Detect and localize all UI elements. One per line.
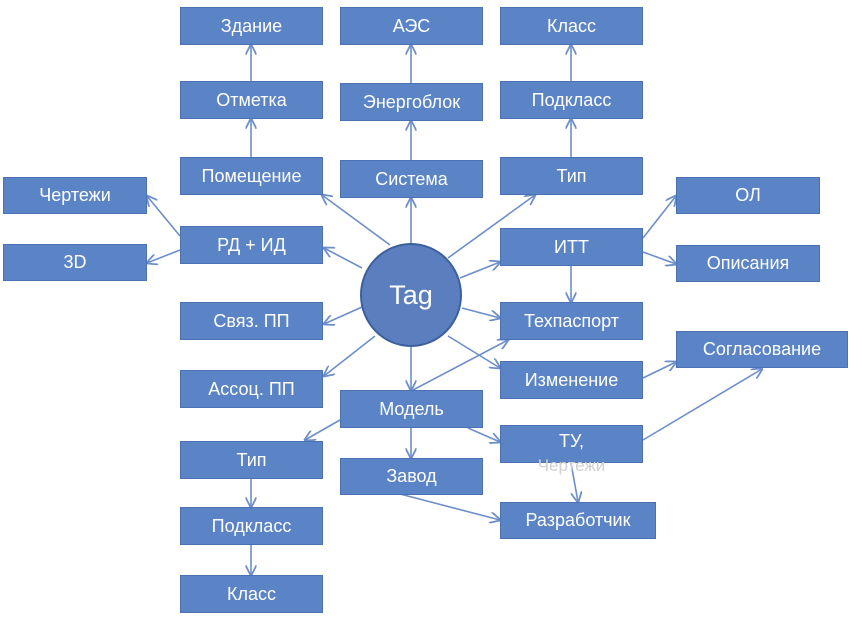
node-podklass-bottom-label: Подкласс <box>211 515 292 536</box>
node-chertezhi-label: Чертежи <box>39 185 111 205</box>
node-chertezhi[interactable]: Чертежи <box>3 177 147 214</box>
edge-izmenenie-soglasovanie <box>642 362 676 379</box>
node-otmetka[interactable]: Отметка <box>180 81 323 119</box>
node-zdanie[interactable]: Здание <box>180 7 323 45</box>
node-soglasovanie[interactable]: Согласование <box>676 331 848 368</box>
edge-tag-assoc-pp <box>324 335 376 376</box>
node-assoc-pp-label: Ассоц. ПП <box>208 378 295 399</box>
edge-zavod-razrabotchik <box>399 493 500 520</box>
node-sistema-label: Система <box>375 168 448 189</box>
node-ty[interactable]: ТУ, Чертежи <box>500 425 643 475</box>
node-pomeschenie[interactable]: Помещение <box>180 157 323 195</box>
edge-tag-pomeschenie <box>322 195 391 246</box>
edge-tag-itt <box>459 262 500 279</box>
node-klass-top[interactable]: Класс <box>500 7 643 45</box>
node-ty-label: ТУ, <box>558 431 585 451</box>
node-ol[interactable]: ОЛ <box>676 177 820 214</box>
node-model[interactable]: Модель <box>340 390 483 428</box>
edge-model-ty <box>467 427 500 442</box>
edge-tag-svyaz-pp <box>324 306 363 324</box>
node-tip-bottom[interactable]: Тип <box>180 441 323 479</box>
node-3d-label: 3D <box>63 252 87 272</box>
edge-tag-rd-id <box>324 248 363 269</box>
node-klass-top-label: Класс <box>547 15 596 36</box>
node-tehpasport[interactable]: Техпаспорт <box>500 302 643 340</box>
node-tehpasport-label: Техпаспорт <box>524 310 619 331</box>
node-aes[interactable]: АЭС <box>340 7 483 45</box>
node-izmenenie-label: Изменение <box>524 369 619 390</box>
node-otmetka-label: Отметка <box>216 89 287 110</box>
edge-model-tip-bottom <box>305 419 341 440</box>
node-energoblok[interactable]: Энергоблок <box>340 83 483 121</box>
edge-tag-tip-top <box>447 195 535 259</box>
node-zdanie-label: Здание <box>220 15 283 36</box>
node-tip-top[interactable]: Тип <box>500 157 643 195</box>
node-aes-label: АЭС <box>392 15 431 36</box>
node-tip-top-label: Тип <box>556 165 587 186</box>
node-podklass-top[interactable]: Подкласс <box>500 81 643 119</box>
node-energoblok-label: Энергоблок <box>362 91 461 112</box>
node-model-label: Модель <box>379 398 444 419</box>
edge-itt-ol <box>642 196 676 239</box>
node-izmenenie[interactable]: Изменение <box>500 361 643 399</box>
node-pomeschenie-label: Помещение <box>201 165 302 186</box>
node-itt-label: ИТТ <box>554 236 589 257</box>
node-podklass-bottom[interactable]: Подкласс <box>180 507 323 545</box>
node-razrabotchik-label: Разработчик <box>525 510 631 530</box>
node-zavod[interactable]: Завод <box>340 458 483 495</box>
node-3d[interactable]: 3D <box>3 244 147 281</box>
edge-itt-opisaniya <box>642 251 676 264</box>
hub-tag-label: Tag <box>389 279 433 310</box>
node-zavod-label: Завод <box>386 466 437 486</box>
node-soglasovanie-label: Согласование <box>702 339 822 359</box>
node-podklass-top-label: Подкласс <box>531 89 612 110</box>
node-opisaniya-label: Описания <box>706 253 790 273</box>
edge-ty-soglasovanie <box>642 369 762 441</box>
node-klass-bottom[interactable]: Класс <box>180 575 323 613</box>
edge-ty-razrabotchik <box>570 462 578 502</box>
edge-tag-izmenenie <box>447 335 500 368</box>
node-razrabotchik[interactable]: Разработчик <box>500 502 656 539</box>
node-ol-label: ОЛ <box>735 185 761 205</box>
edge-tag-tehpasport <box>461 307 500 318</box>
node-opisaniya[interactable]: Описания <box>676 245 820 282</box>
node-sistema[interactable]: Система <box>340 160 483 198</box>
node-klass-bottom-label: Класс <box>227 583 276 604</box>
node-assoc-pp[interactable]: Ассоц. ПП <box>180 370 323 408</box>
node-svyaz-pp[interactable]: Связ. ПП <box>180 302 323 340</box>
edge-rd-chertezhi <box>147 196 181 237</box>
edge-model-tehpasport <box>412 340 508 391</box>
node-rd-id-label: РД + ИД <box>217 234 286 255</box>
node-svyaz-pp-label: Связ. ПП <box>213 310 290 331</box>
edge-rd-3d <box>147 249 181 263</box>
hub-tag[interactable]: Tag <box>360 243 462 347</box>
node-rd-id[interactable]: РД + ИД <box>180 226 323 264</box>
node-itt[interactable]: ИТТ <box>500 228 643 266</box>
node-tip-bottom-label: Тип <box>236 449 267 470</box>
